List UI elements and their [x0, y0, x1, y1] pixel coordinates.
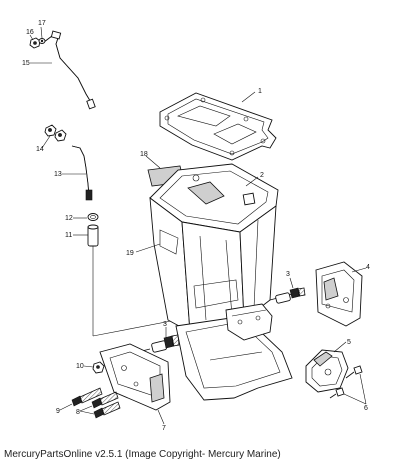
leader-4 — [351, 267, 367, 273]
shift-shaft-part-13 — [71, 145, 93, 201]
leader-5 — [333, 341, 347, 353]
callout-12: 12 — [65, 215, 73, 222]
callout-11: 11 — [65, 232, 72, 239]
callout-18: 18 — [140, 151, 148, 158]
callout-3-upper: 3 — [286, 271, 290, 278]
driveshaft-housing-part-19 — [149, 163, 293, 401]
leader-18 — [145, 155, 161, 169]
callout-7: 7 — [162, 425, 166, 432]
callout-1: 1 — [258, 88, 262, 95]
callout-19: 19 — [126, 250, 134, 257]
leader-14 — [41, 135, 51, 149]
callout-3-lower: 3 — [163, 321, 167, 328]
leader-9 — [59, 403, 73, 411]
cover-part-5 — [305, 349, 349, 393]
mount-bracket-part-7 — [99, 343, 171, 411]
callout-16: 16 — [26, 29, 34, 36]
callout-10: 10 — [76, 363, 84, 370]
bolts-part-8 — [91, 391, 121, 419]
mount-stud-part-3-lower — [141, 334, 180, 353]
bolt-part-9 — [71, 387, 103, 407]
callout-4: 4 — [366, 264, 370, 271]
leader-6b — [343, 393, 367, 405]
leader-8b — [79, 410, 95, 415]
shift-rod-part-15 — [43, 30, 96, 110]
callout-5: 5 — [347, 339, 351, 346]
leader-2 — [245, 176, 259, 187]
callout-8: 8 — [76, 409, 80, 416]
leader-19 — [135, 243, 161, 253]
washer-part-17 — [38, 38, 46, 44]
nut-part-14 — [44, 124, 67, 142]
leader-6a — [359, 373, 367, 405]
nut-part-10 — [92, 361, 105, 374]
callout-15: 15 — [22, 60, 30, 67]
callout-14: 14 — [36, 146, 44, 153]
callout-9: 9 — [56, 408, 60, 415]
copyright-caption: MercuryPartsOnline v2.5.1 (Image Copyrig… — [4, 449, 281, 460]
leader-17 — [40, 26, 43, 39]
lower-mount-part-4 — [315, 261, 363, 327]
o-ring-part-12 — [87, 213, 99, 221]
gasket-part-1 — [159, 92, 277, 161]
leader-16 — [29, 34, 34, 41]
leader-7 — [157, 409, 165, 425]
callout-2: 2 — [260, 172, 264, 179]
bushing-part-11 — [87, 224, 99, 247]
callout-6: 6 — [364, 405, 368, 412]
callout-13: 13 — [54, 171, 62, 178]
nut-part-16 — [29, 37, 41, 49]
leader-1 — [241, 91, 256, 103]
mount-stud-part-3-upper — [269, 287, 306, 304]
callout-17: 17 — [38, 20, 46, 27]
leader-8a — [79, 405, 93, 412]
leader-3-upper — [289, 277, 294, 289]
screws-part-6 — [329, 365, 363, 399]
leader-10 — [83, 365, 94, 368]
